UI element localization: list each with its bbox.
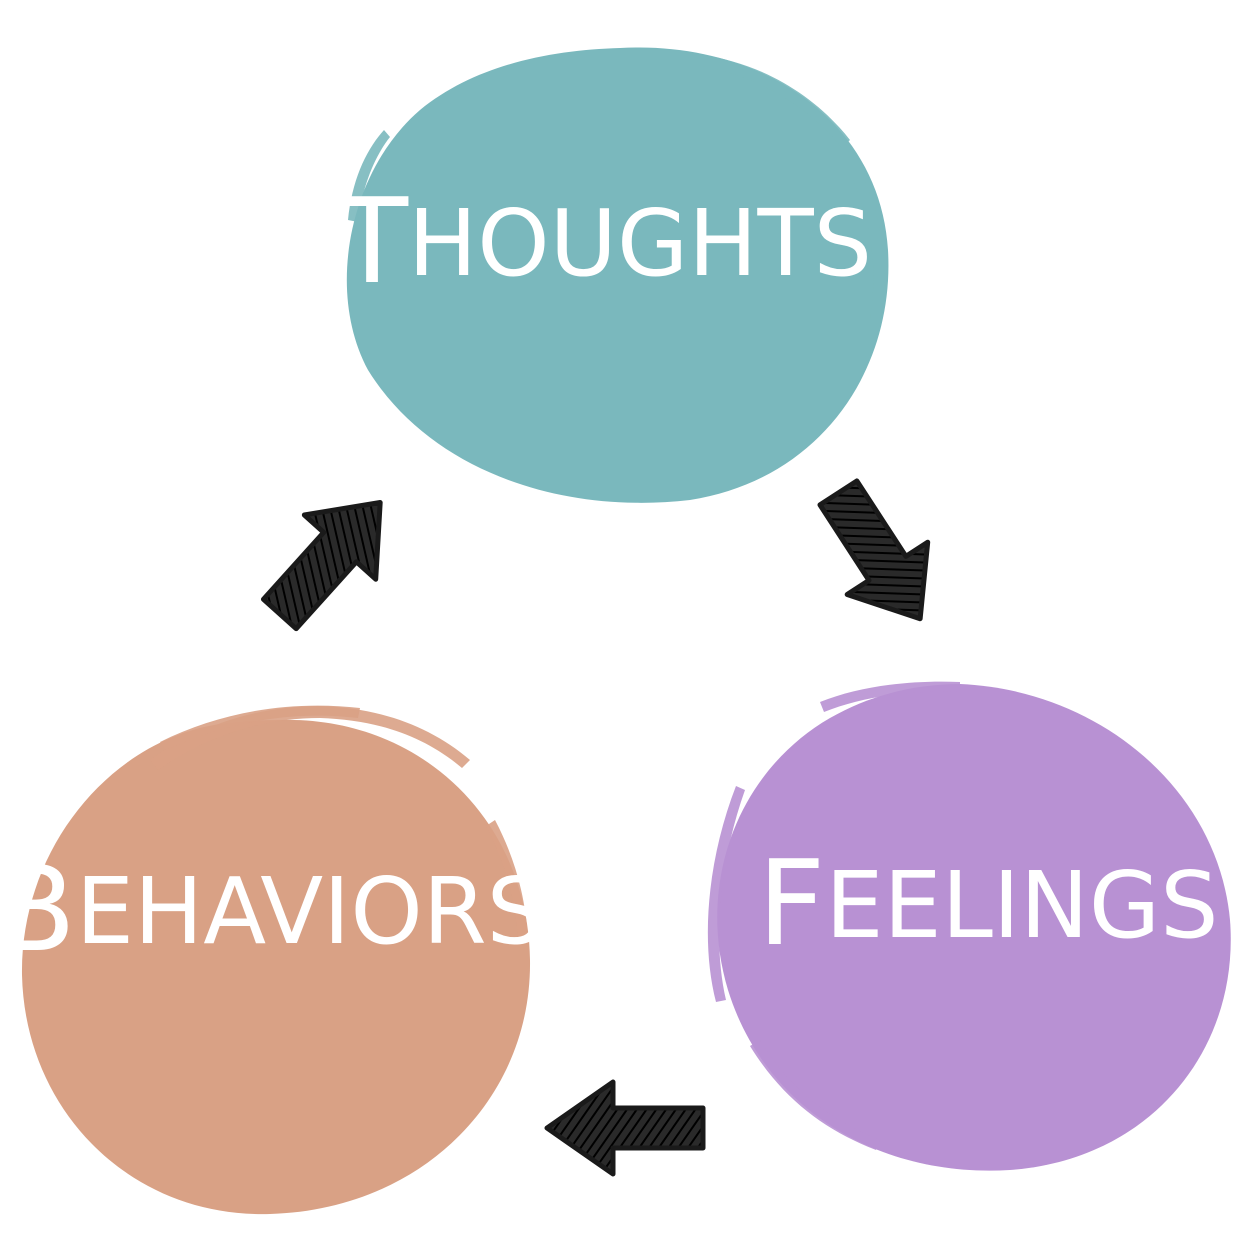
behaviors-brush-streak [486,820,528,940]
thoughts-brush-streak [348,130,390,222]
behaviors-label: BEHAVIORS [0,840,545,978]
feelings-node: FEELINGS [707,681,1231,1171]
thoughts-brush-streak [852,170,885,320]
thoughts-blob [346,47,889,503]
sketch-arrow-icon [260,499,383,632]
thoughts-node: THOUGHTS [335,47,889,503]
behaviors-node: BEHAVIORS [0,705,545,1215]
feelings-brush-streak [707,786,745,1002]
sketch-arrow-icon [817,478,931,622]
thoughts-label: THOUGHTS [335,172,872,310]
feelings-brush-streak [820,681,960,712]
behaviors-brush-streak [160,705,360,750]
feelings-label: FEELINGS [757,834,1218,972]
sketch-arrow-icon [544,1079,706,1177]
feelings-brush-streak [750,1040,880,1150]
feelings-blob [717,684,1231,1171]
thoughts-brush-streak [700,55,850,148]
behaviors-blob [21,719,531,1215]
